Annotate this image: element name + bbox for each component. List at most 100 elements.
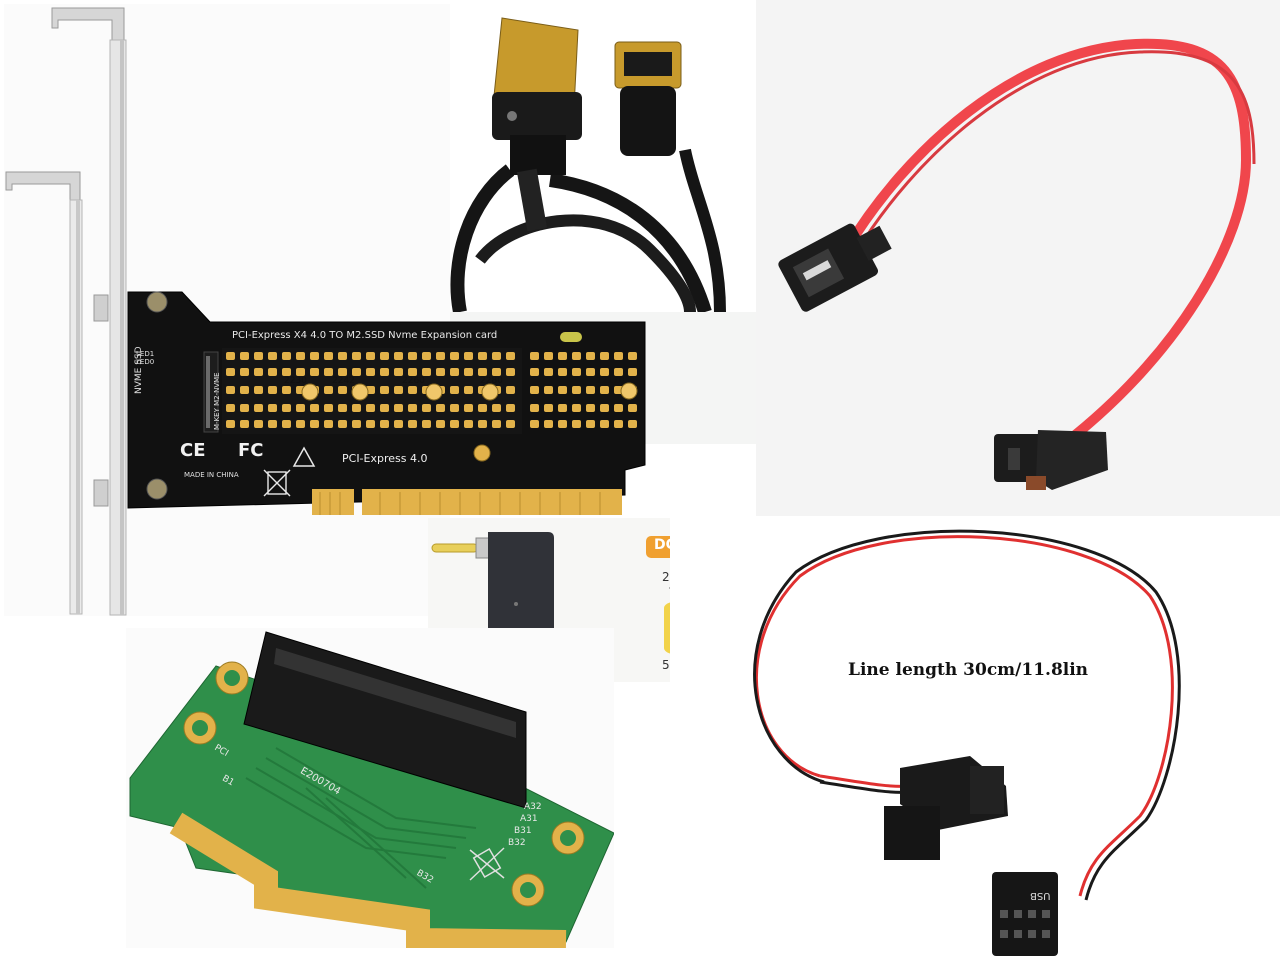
gold-pad bbox=[478, 352, 487, 360]
gold-pad bbox=[296, 420, 305, 428]
gold-pad bbox=[506, 386, 515, 394]
gold-pad bbox=[422, 404, 431, 412]
gold-pad bbox=[628, 420, 637, 428]
gold-pad bbox=[572, 352, 581, 360]
gold-pad bbox=[352, 404, 361, 412]
gold-pad bbox=[324, 420, 333, 428]
power-cable-drawing bbox=[753, 529, 1181, 956]
gold-pad bbox=[380, 420, 389, 428]
gold-pad bbox=[380, 386, 389, 394]
gold-pad bbox=[394, 386, 403, 394]
gold-pad bbox=[614, 420, 623, 428]
gold-pad bbox=[226, 420, 235, 428]
led0-label: LED0 bbox=[136, 358, 155, 366]
riser-a31-label: A31 bbox=[520, 814, 538, 824]
gold-pad bbox=[586, 386, 595, 394]
gold-pad bbox=[394, 368, 403, 376]
gold-pad bbox=[226, 352, 235, 360]
gold-pad bbox=[586, 368, 595, 376]
nvme-pcb bbox=[127, 291, 646, 515]
gold-pad bbox=[506, 368, 515, 376]
gold-pad bbox=[310, 352, 319, 360]
gold-pad bbox=[324, 404, 333, 412]
gold-pad bbox=[436, 404, 445, 412]
gold-pad bbox=[240, 404, 249, 412]
gold-pad bbox=[240, 386, 249, 394]
gold-pad bbox=[408, 352, 417, 360]
line-length-caption: Line length 30cm/11.8lin bbox=[848, 660, 1089, 680]
gold-pad bbox=[240, 368, 249, 376]
gold-pad bbox=[268, 404, 277, 412]
hdmi-connector bbox=[614, 41, 682, 156]
gold-pad bbox=[544, 404, 553, 412]
gold-pad bbox=[268, 352, 277, 360]
gold-pad bbox=[450, 352, 459, 360]
gold-pad bbox=[282, 386, 291, 394]
gold-pad bbox=[408, 368, 417, 376]
gold-pad bbox=[394, 352, 403, 360]
gold-pad bbox=[436, 352, 445, 360]
weee-bin-icon bbox=[263, 469, 291, 497]
sata-angled-connector bbox=[994, 430, 1108, 490]
gold-pad bbox=[614, 404, 623, 412]
gold-pad bbox=[544, 368, 553, 376]
gold-pad bbox=[530, 420, 539, 428]
riser-b32-label: B32 bbox=[508, 838, 526, 848]
gold-pad bbox=[530, 352, 539, 360]
dvi-connector bbox=[492, 17, 582, 232]
gold-pad bbox=[558, 404, 567, 412]
gold-pad bbox=[558, 352, 567, 360]
gold-pad bbox=[478, 404, 487, 412]
gold-pad bbox=[544, 386, 553, 394]
gold-pad bbox=[600, 368, 609, 376]
usb-label: USB bbox=[1030, 890, 1051, 901]
mkey-label: M-KEY M2-NVME bbox=[213, 372, 221, 430]
gold-pad bbox=[464, 352, 473, 360]
usb-header-connector bbox=[992, 872, 1058, 956]
gold-pad bbox=[544, 352, 553, 360]
gold-pad bbox=[450, 404, 459, 412]
gold-pad bbox=[338, 352, 347, 360]
sata-cable-photo bbox=[756, 0, 1280, 516]
gold-pad bbox=[506, 420, 515, 428]
gold-pad bbox=[492, 420, 501, 428]
gold-pad bbox=[600, 352, 609, 360]
gold-pad bbox=[282, 404, 291, 412]
power-cable-photo: Line length 30cm/11.8lin USB bbox=[670, 516, 1280, 960]
riser-weee-icon bbox=[469, 847, 505, 881]
gold-pad bbox=[492, 352, 501, 360]
gold-pad bbox=[226, 404, 235, 412]
gold-pad bbox=[380, 404, 389, 412]
gold-pad bbox=[628, 404, 637, 412]
gold-pad bbox=[296, 404, 305, 412]
gold-pad bbox=[492, 368, 501, 376]
gold-pad bbox=[628, 352, 637, 360]
gold-pad bbox=[310, 368, 319, 376]
gold-pad bbox=[572, 368, 581, 376]
riser-b31-label: B31 bbox=[514, 826, 532, 836]
gold-pad bbox=[352, 420, 361, 428]
gold-pad bbox=[614, 352, 623, 360]
dvi-hdmi-cable-drawing bbox=[450, 17, 726, 312]
gold-pad bbox=[366, 352, 375, 360]
gold-pad bbox=[450, 386, 459, 394]
sata-power-connector bbox=[884, 756, 1008, 860]
gold-pad bbox=[478, 420, 487, 428]
sata-cable-drawing bbox=[778, 38, 1256, 490]
gold-pad bbox=[614, 368, 623, 376]
gold-pad bbox=[254, 420, 263, 428]
gold-pad bbox=[464, 404, 473, 412]
gold-pad bbox=[558, 386, 567, 394]
gold-pad bbox=[310, 404, 319, 412]
gold-pad bbox=[338, 386, 347, 394]
gold-pad bbox=[572, 386, 581, 394]
gold-pad bbox=[352, 352, 361, 360]
gold-pad bbox=[394, 420, 403, 428]
gold-pad bbox=[254, 352, 263, 360]
gold-pad bbox=[338, 404, 347, 412]
ce-mark: CE bbox=[180, 440, 206, 461]
size-2280: 2280 bbox=[480, 376, 503, 386]
gold-pad bbox=[240, 420, 249, 428]
size-22110: 22110 bbox=[596, 376, 625, 386]
gold-pad bbox=[478, 368, 487, 376]
